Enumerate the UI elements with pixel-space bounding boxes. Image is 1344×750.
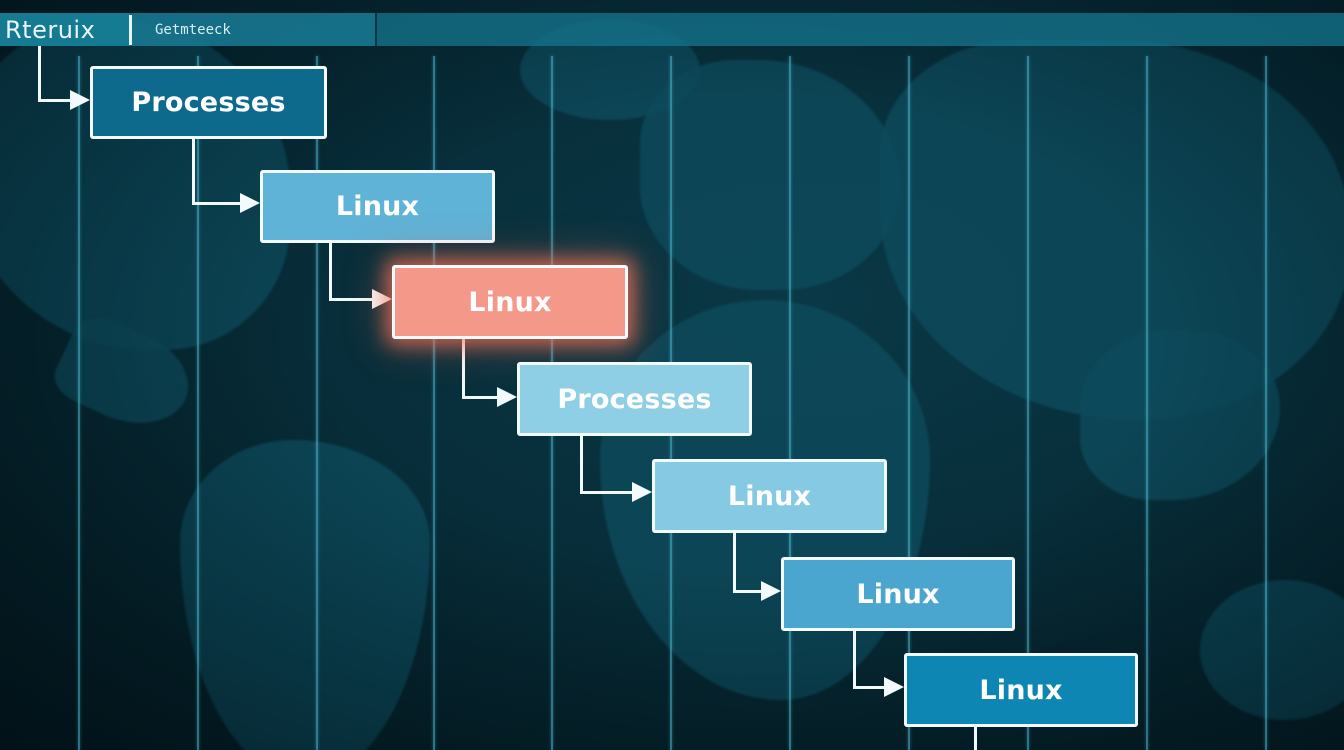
- header-subtitle-segment: [132, 13, 377, 46]
- flow-node-label: Linux: [979, 674, 1063, 706]
- flow-node-label: Linux: [727, 480, 812, 512]
- arrow-head-icon: [632, 482, 652, 502]
- flow-node-label: Processes: [557, 383, 712, 415]
- header-title-segment: [0, 13, 130, 46]
- arrow-head-icon: [761, 581, 781, 601]
- flow-node-label: Processes: [131, 87, 286, 118]
- arrow-head-icon: [497, 387, 517, 407]
- arrow-head-icon: [240, 193, 260, 213]
- flow-node-linux[interactable]: Linux: [781, 557, 1015, 631]
- flow-node-processes[interactable]: Processes: [90, 66, 327, 139]
- header-title: Rteruix: [5, 16, 96, 44]
- arrow-head-icon: [70, 90, 90, 110]
- gridline: [1027, 56, 1029, 750]
- gridline: [789, 56, 791, 750]
- flow-node-linux[interactable]: Linux: [904, 653, 1138, 727]
- flow-node-linux[interactable]: Linux: [652, 459, 887, 533]
- gridline: [78, 56, 80, 750]
- gridline: [433, 56, 435, 750]
- gridline: [197, 56, 199, 750]
- gridline: [908, 56, 910, 750]
- gridline: [1265, 56, 1267, 750]
- header-divider: [129, 15, 132, 45]
- top-header-bar: Rteruix Getmteeck: [0, 13, 1344, 46]
- flow-node-linux[interactable]: Linux: [260, 170, 495, 243]
- flow-node-label: Linux: [335, 191, 420, 222]
- arrow-head-icon: [884, 677, 904, 697]
- flow-node-linux-highlighted[interactable]: Linux: [392, 265, 628, 339]
- arrow-head-icon: [372, 289, 392, 309]
- gridline: [316, 56, 318, 750]
- flow-node-label: Linux: [468, 286, 552, 318]
- flow-node-processes[interactable]: Processes: [517, 362, 752, 436]
- gridline: [1146, 56, 1148, 750]
- header-subtitle: Getmteeck: [155, 22, 231, 38]
- flow-node-label: Linux: [856, 578, 940, 610]
